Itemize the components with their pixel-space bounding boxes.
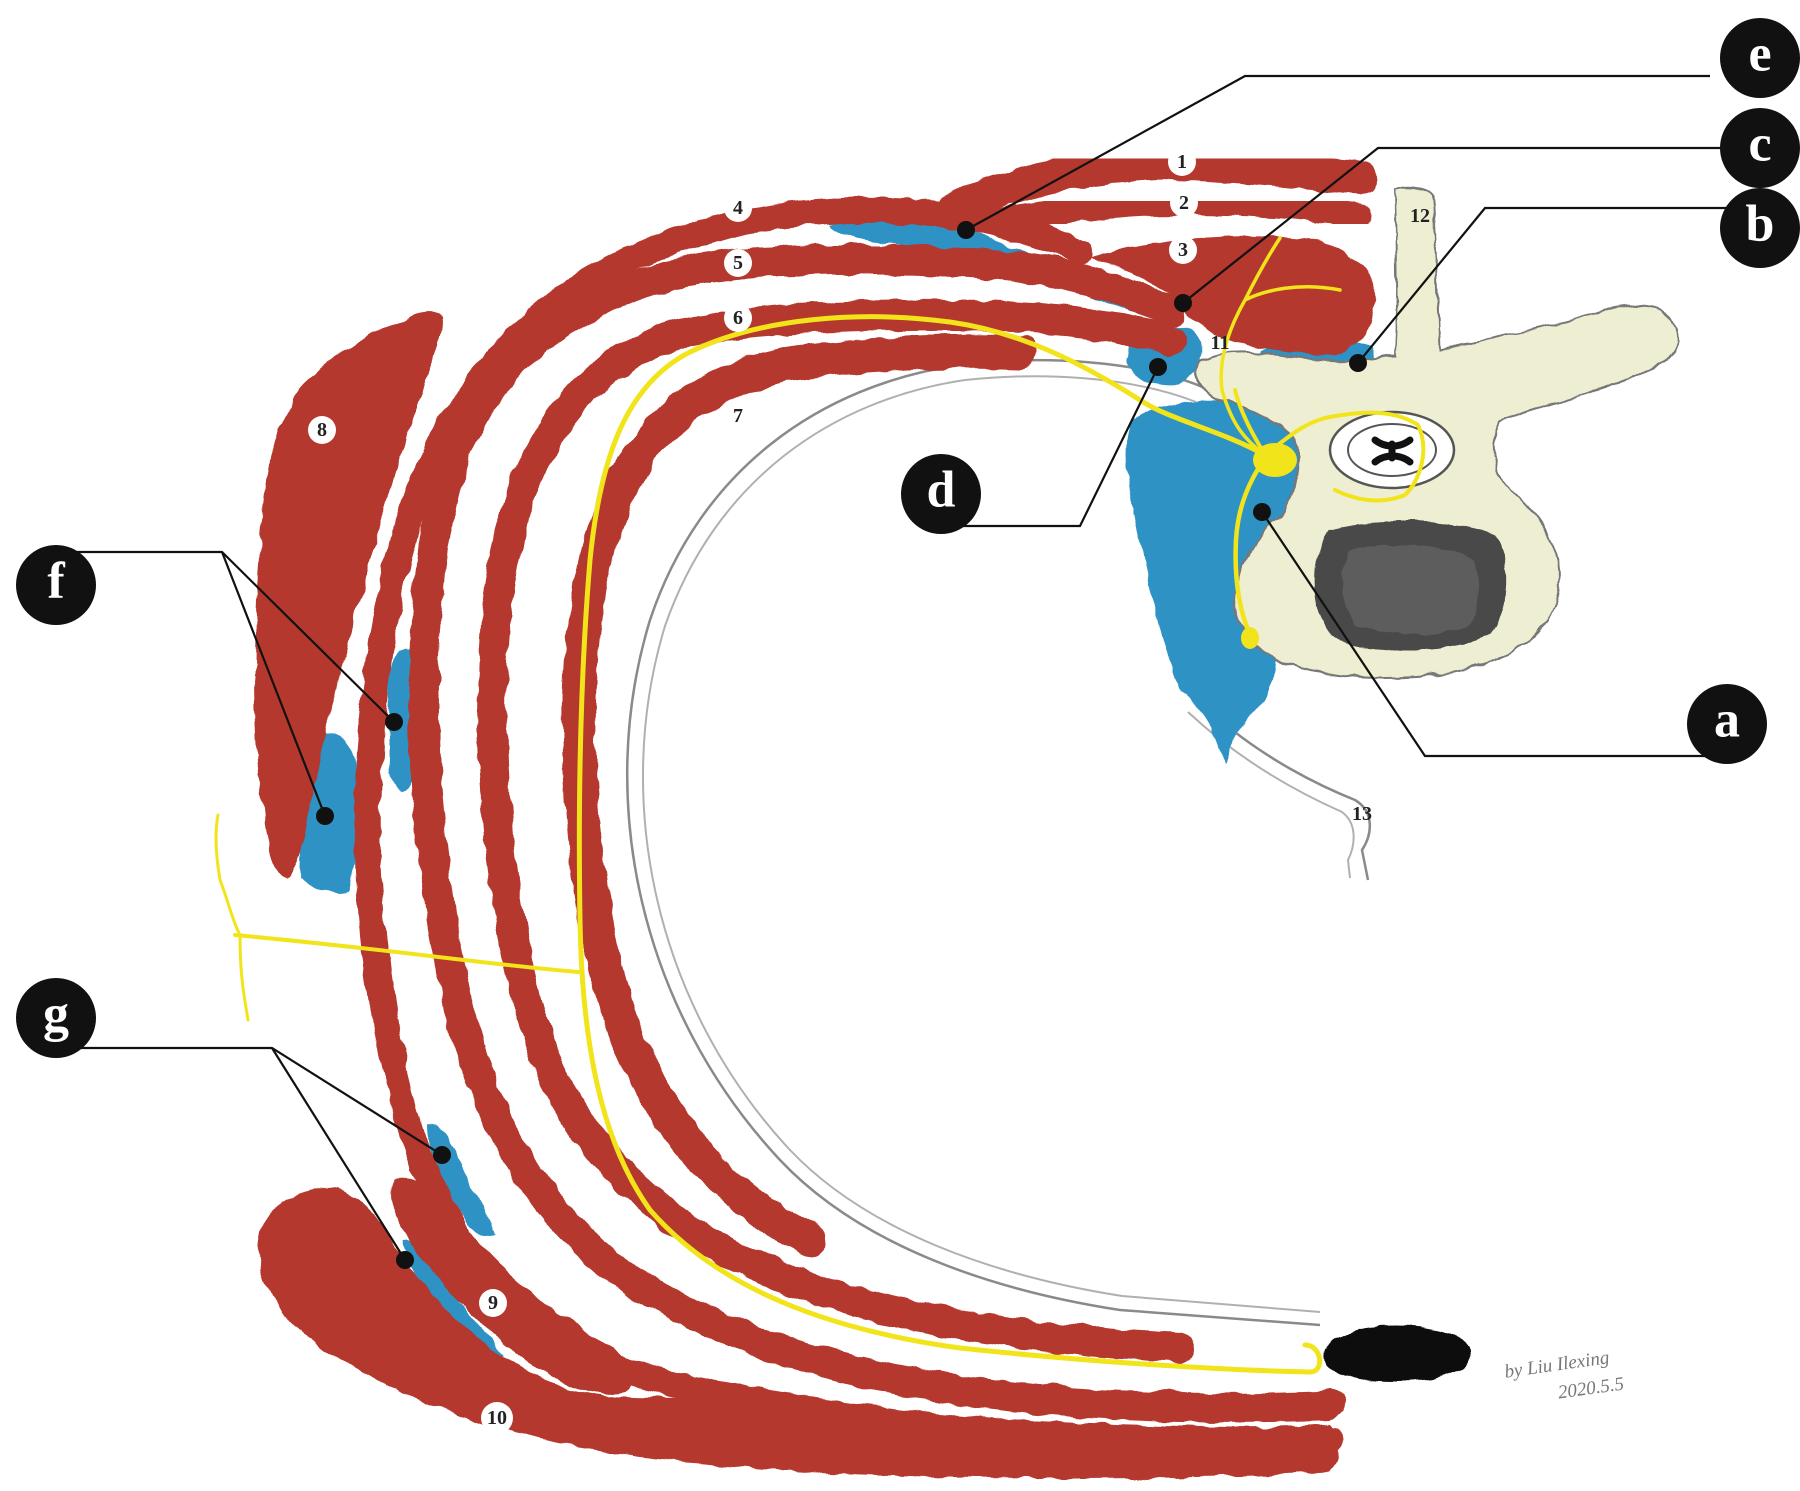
nerves bbox=[214, 236, 1426, 1375]
callout-e: e bbox=[1720, 18, 1800, 98]
callout-b: b bbox=[1720, 188, 1800, 268]
muscle-9 bbox=[391, 1176, 633, 1394]
callout-d-label: d bbox=[927, 462, 956, 519]
dorsal-ramus bbox=[1219, 236, 1342, 457]
label-8-text: 8 bbox=[317, 419, 327, 441]
label-9: 9 bbox=[479, 1289, 507, 1317]
label-10: 10 bbox=[481, 1402, 513, 1434]
muscle-1 bbox=[938, 146, 1377, 225]
label-12: 12 bbox=[1410, 205, 1430, 227]
leader-e bbox=[965, 74, 1710, 231]
muscle-10 bbox=[257, 1188, 1338, 1478]
label-6-text: 6 bbox=[733, 307, 743, 329]
leader-c bbox=[1182, 146, 1755, 304]
dorsal-root-ganglion bbox=[1253, 443, 1297, 477]
sternum-oval bbox=[1321, 1326, 1471, 1382]
dot-c bbox=[1174, 294, 1192, 312]
dot-f-top bbox=[385, 713, 403, 731]
label-4-text: 4 bbox=[733, 197, 743, 219]
callout-f: f bbox=[16, 545, 96, 625]
callout-b-label: b bbox=[1746, 196, 1775, 253]
leader-f-bottom bbox=[220, 551, 327, 817]
muscle-8 bbox=[255, 310, 443, 880]
callout-a: a bbox=[1687, 684, 1767, 764]
label-2-text: 2 bbox=[1179, 192, 1189, 214]
callout-g: g bbox=[16, 978, 96, 1058]
grey-matter-icon bbox=[1371, 436, 1414, 466]
label-8: 8 bbox=[308, 416, 336, 444]
dot-f-bottom bbox=[316, 807, 334, 825]
dot-g-top bbox=[433, 1146, 451, 1164]
label-7-text: 7 bbox=[733, 405, 743, 427]
callout-a-label: a bbox=[1714, 692, 1740, 749]
label-3: 3 bbox=[1169, 236, 1197, 264]
leader-b bbox=[1357, 206, 1755, 364]
ventral-ramus-loop bbox=[1263, 410, 1426, 503]
label-4: 4 bbox=[724, 194, 752, 222]
cutaneous-branch-left bbox=[214, 813, 250, 1022]
intercostal-nerve bbox=[576, 314, 1322, 1375]
leader-a bbox=[1261, 511, 1710, 758]
leader-d bbox=[940, 366, 1159, 528]
callout-c-label: c bbox=[1748, 116, 1771, 173]
callout-e-label: e bbox=[1748, 26, 1771, 83]
label-1: 1 bbox=[1168, 148, 1196, 176]
callout-f-label: f bbox=[47, 553, 65, 610]
label-11: 11 bbox=[1211, 332, 1230, 354]
label-9-text: 9 bbox=[488, 1292, 498, 1314]
dot-b bbox=[1349, 354, 1367, 372]
structure-labels: 1 2 3 4 5 6 7 8 bbox=[308, 148, 1430, 1434]
callout-g-label: g bbox=[43, 986, 69, 1043]
rami-descending bbox=[1233, 455, 1268, 638]
dot-a bbox=[1253, 503, 1271, 521]
label-6: 6 bbox=[724, 304, 752, 332]
dot-e bbox=[957, 221, 975, 239]
label-1-text: 1 bbox=[1177, 151, 1187, 173]
label-7: 7 bbox=[724, 402, 752, 430]
label-5: 5 bbox=[724, 249, 752, 277]
muscle-5 bbox=[408, 244, 1345, 1423]
vertebral-body-texture bbox=[1342, 544, 1481, 635]
callout-d: d bbox=[901, 454, 981, 534]
callout-bubbles: a b c d e f g bbox=[16, 18, 1800, 1058]
label-2: 2 bbox=[1170, 189, 1198, 217]
label-10-text: 10 bbox=[487, 1407, 507, 1429]
signature-line-2: 2020.5.5 bbox=[1557, 1373, 1626, 1403]
dot-d bbox=[1149, 358, 1167, 376]
leader-lines bbox=[60, 74, 1755, 1261]
muscle-3 bbox=[1090, 235, 1376, 356]
callout-c: c bbox=[1720, 108, 1800, 188]
dot-g-bottom bbox=[396, 1251, 414, 1269]
leader-dots bbox=[316, 221, 1367, 1269]
leader-g-bottom bbox=[271, 1047, 406, 1261]
label-3-text: 3 bbox=[1178, 239, 1188, 261]
paravertebral-space-region bbox=[1126, 400, 1303, 765]
lateral-cutaneous-branch bbox=[233, 933, 580, 974]
label-5-text: 5 bbox=[733, 252, 743, 274]
artist-signature: by Liu Ilexing 2020.5.5 bbox=[1503, 1347, 1626, 1403]
vertebra bbox=[1195, 186, 1680, 678]
plane-g-lower-region bbox=[402, 1239, 505, 1357]
sympathetic-ganglion bbox=[1241, 627, 1259, 649]
label-13: 13 bbox=[1352, 803, 1372, 825]
